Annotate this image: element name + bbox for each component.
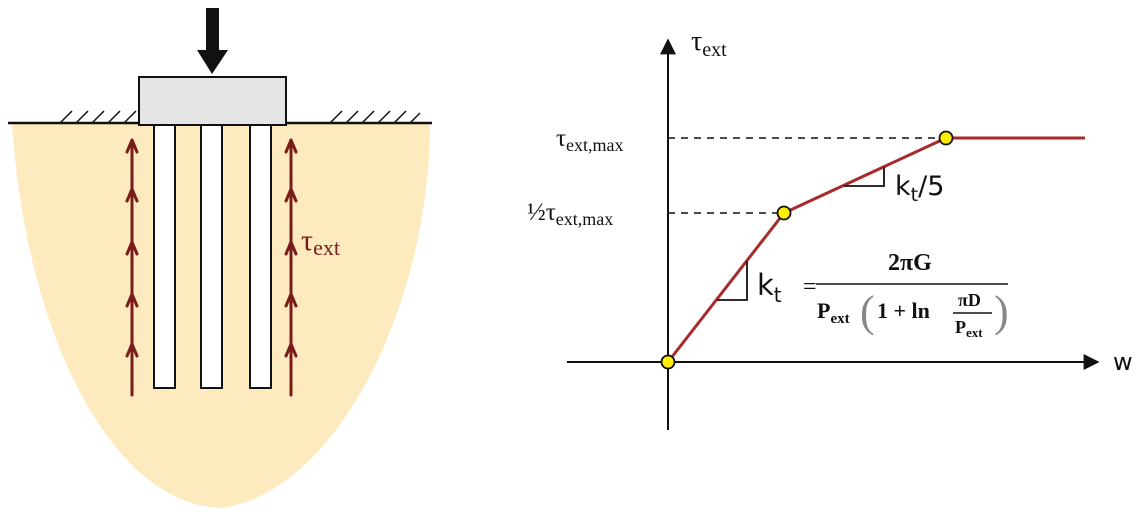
formula-close-paren: ): [994, 287, 1009, 336]
origin-node: [660, 354, 676, 370]
tau-max-label: τext,max: [556, 125, 624, 155]
formula-open-paren: (: [860, 287, 875, 336]
shear-displacement-graph: τext w τext,max ½τext,max kt/5 kt = 2πG …: [527, 26, 1133, 430]
pile-right: [249, 123, 272, 389]
y-axis-label: τext: [691, 26, 727, 61]
formula-frac-num: πD: [958, 290, 981, 310]
shear-displacement-curve: [666, 136, 1085, 363]
half-tau-max-label: ½τext,max: [527, 199, 613, 229]
x-axis-label: w: [1113, 348, 1133, 376]
formula-numerator: 2πG: [888, 250, 932, 276]
shear-stress-label: τext: [301, 224, 340, 260]
formula-one-ln: 1 + ln: [877, 298, 930, 323]
upper-slope-label: kt/5: [895, 171, 944, 206]
pile-middle: [200, 123, 223, 389]
stiffness-formula: 2πG Pext ( 1 + ln πD Pext ): [816, 250, 1009, 340]
pile-cap: [138, 76, 287, 126]
ground-hatch-icon: [59, 110, 421, 124]
slope-triangle-lower: [717, 261, 748, 301]
pile-left: [153, 123, 176, 389]
formula-equals: =: [803, 274, 817, 300]
formula-frac-den: Pext: [955, 317, 983, 340]
formula-den-p: Pext: [817, 298, 850, 327]
max-node: [938, 130, 954, 146]
lower-slope-label: kt: [757, 268, 782, 307]
shear-label-sub: ext: [313, 235, 340, 260]
pile-group-figure: τext: [8, 8, 432, 508]
shear-label-base: τ: [301, 224, 313, 257]
shear-arrow-icon: [125, 138, 298, 397]
load-arrow-icon: [197, 8, 228, 74]
yield-node: [776, 205, 792, 221]
slope-triangle-upper: [844, 167, 885, 187]
